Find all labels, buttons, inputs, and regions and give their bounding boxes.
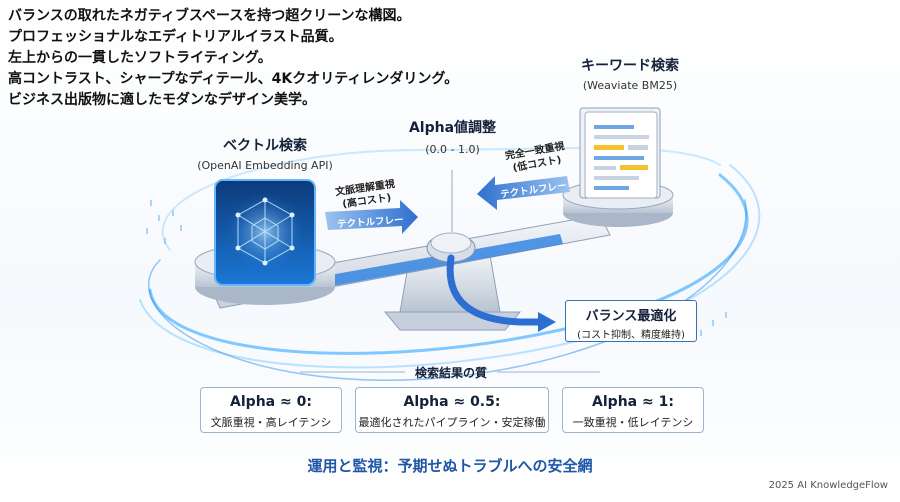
- result-card-title: Alpha ≈ 0.5:: [403, 394, 501, 410]
- result-card-desc: 一致重視・低レイテンシ: [572, 416, 694, 429]
- keyword-platform: [562, 107, 674, 227]
- alpha-title: Alpha値調整: [408, 120, 497, 136]
- energy-swirl: [139, 147, 761, 381]
- keyword-arrow: [477, 176, 570, 210]
- keyword-label: キーワード検索 (Weaviate BM25): [560, 55, 700, 92]
- vector-subtitle: (OpenAI Embedding API): [197, 159, 333, 172]
- balance-title: バランス最適化: [585, 309, 677, 324]
- intro-line: 左上からの一貫したソフトライティング。: [8, 50, 272, 66]
- balance-subtitle: (コスト抑制、精度維持): [577, 330, 685, 341]
- intro-line: プロフェッショナルなエディトリアルイラスト品質。: [8, 29, 343, 45]
- result-card: Alpha ≈ 1: 一致重視・低レイテンシ: [562, 387, 704, 433]
- result-card-desc: 最適化されたパイプライン・安定稼働: [358, 416, 546, 429]
- result-card-title: Alpha ≈ 0:: [230, 394, 312, 410]
- balance-flow-arrow: [446, 254, 544, 326]
- alpha-range: (0.0 - 1.0): [425, 143, 480, 156]
- balance-box: バランス最適化 (コスト抑制、精度維持): [565, 300, 697, 342]
- intro-line: ビジネス出版物に適したモダンなデザイン美学。: [8, 92, 316, 108]
- intro-line: 高コントラスト、シャープなディテール、4Kクオリティレンダリング。: [8, 71, 459, 87]
- keyword-title: キーワード検索: [581, 58, 679, 74]
- credit-text: 2025 AI KnowledgeFlow: [768, 480, 888, 491]
- vector-label: ベクトル検索 (OpenAI Embedding API): [185, 135, 345, 172]
- result-card: Alpha ≈ 0: 文脈重視・高レイテンシ: [200, 387, 342, 433]
- vector-title: ベクトル検索: [223, 138, 307, 154]
- results-heading: 検索結果の質: [414, 366, 487, 380]
- keyword-subtitle: (Weaviate BM25): [582, 79, 678, 92]
- vector-arrow: [325, 200, 418, 234]
- result-card: Alpha ≈ 0.5: 最適化されたパイプライン・安定稼働: [355, 387, 549, 433]
- result-card-title: Alpha ≈ 1:: [592, 394, 674, 410]
- intro-text: バランスの取れたネガティブスペースを持つ超クリーンな構図。 プロフェッショナルな…: [8, 6, 458, 111]
- data-particles: [146, 200, 727, 336]
- alpha-label: Alpha値調整 (0.0 - 1.0): [385, 117, 520, 156]
- result-card-desc: 文脈重視・高レイテンシ: [210, 416, 332, 429]
- vector-platform: [194, 179, 336, 305]
- document-lines: [594, 125, 649, 190]
- intro-line: バランスの取れたネガティブスペースを持つ超クリーンな構図。: [8, 8, 411, 24]
- footer-caption: 運用と監視：予期せぬトラブルへの安全網: [307, 457, 593, 475]
